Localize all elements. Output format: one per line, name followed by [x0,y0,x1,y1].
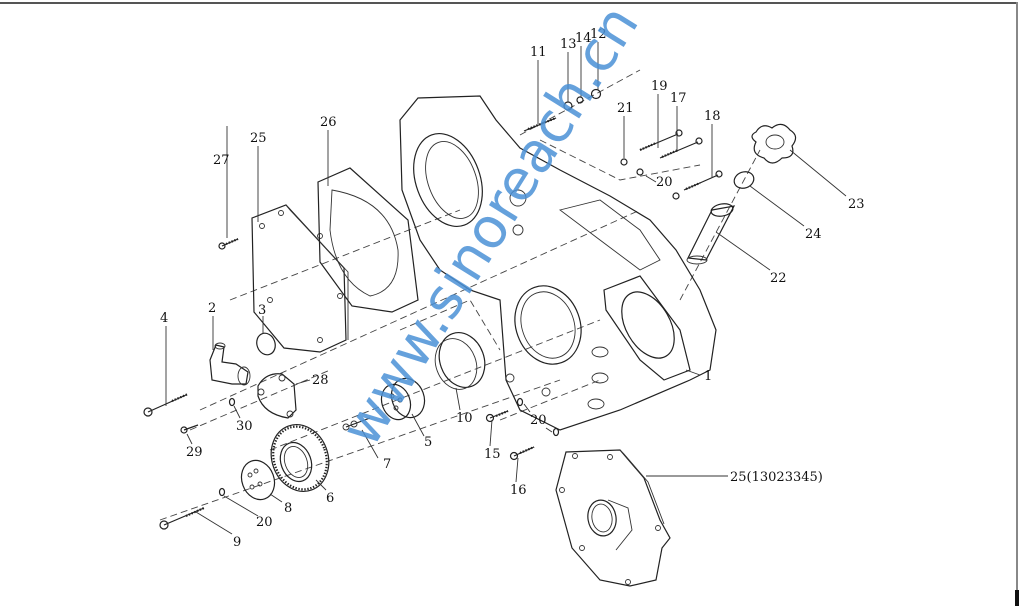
part-16-bolt [509,445,535,461]
callout-7: 7 [383,457,391,472]
leader-lines [165,42,847,535]
callout-14: 14 [575,31,592,46]
callout-24: 24 [805,227,822,242]
callout-6: 6 [326,491,334,506]
part-23-cap [751,123,797,164]
part-9-bolt [159,506,205,530]
part-1-gear-housing [399,95,717,431]
part-20-washer-top-a [636,168,644,176]
callout-28: 28 [312,373,329,388]
right-border [1016,2,1018,606]
part-29-bolt [180,424,199,434]
part-20-washer-top-b [672,192,680,200]
callout-15: 15 [484,447,501,462]
part-3-o-ring [256,332,276,356]
part-10-seal [434,332,486,390]
callout-19: 19 [651,79,668,94]
callout-22: 22 [770,271,787,286]
part-6-gear [270,424,330,492]
callout-20-top: 20 [656,175,673,190]
part-30-washer [228,397,236,407]
part-27-bolt [218,237,239,250]
callout-3: 3 [258,303,266,318]
callout-4: 4 [160,311,168,326]
callout-30: 30 [236,419,253,434]
part-21-washer [620,158,628,166]
part-4-bolt [143,392,189,417]
callout-25-left: 25 [250,131,267,146]
part-11-stud [523,116,557,132]
part-2-elbow [209,342,251,386]
callout-18: 18 [704,109,721,124]
callout-1: 1 [704,369,712,384]
callout-27: 27 [213,153,230,168]
callout-2: 2 [208,301,216,316]
part-25-rear-plate [555,449,671,587]
part-20-washer-left [218,487,226,497]
callout-20-mid: 20 [530,413,547,428]
scroll-marker [1015,590,1019,606]
callout-26: 26 [320,115,337,130]
part-26-gasket [317,167,419,313]
assembly-axes [159,69,761,521]
callout-11: 11 [530,45,547,60]
callout-29: 29 [186,445,203,460]
part-18-bolt [683,170,723,191]
callout-17: 17 [670,91,687,106]
callout-21: 21 [617,101,634,116]
callout-5: 5 [424,435,432,450]
part-25-cover-plate [251,204,349,353]
callout-25-rear: 25(13023345) [730,470,823,485]
part-7-pin [342,417,371,431]
callout-12: 12 [590,27,607,42]
part-5-hub [380,377,426,421]
part-14-washer [576,96,584,104]
part-19-bolt [639,129,683,152]
callout-20-left: 20 [256,515,273,530]
part-17-bolt [659,137,703,159]
part-22-filler-tube [686,203,736,265]
part-12-nut [590,88,602,100]
callout-23: 23 [848,197,865,212]
part-8-hub [240,459,276,501]
callout-9: 9 [233,535,241,550]
callout-13: 13 [560,37,577,52]
part-20-washer-mid-a [516,397,524,407]
callout-8: 8 [284,501,292,516]
part-20-washer-mid-b [552,427,560,437]
callout-16: 16 [510,483,527,498]
top-border [0,2,1018,4]
callout-10: 10 [456,411,473,426]
watermark: www.sinoreach.cn [329,0,652,457]
part-15-bolt [485,409,509,423]
part-labels: 1 2 3 4 5 6 7 8 9 10 11 12 13 14 15 16 1… [160,27,865,550]
part-28-cover [257,373,297,419]
part-24-o-ring [733,171,755,189]
